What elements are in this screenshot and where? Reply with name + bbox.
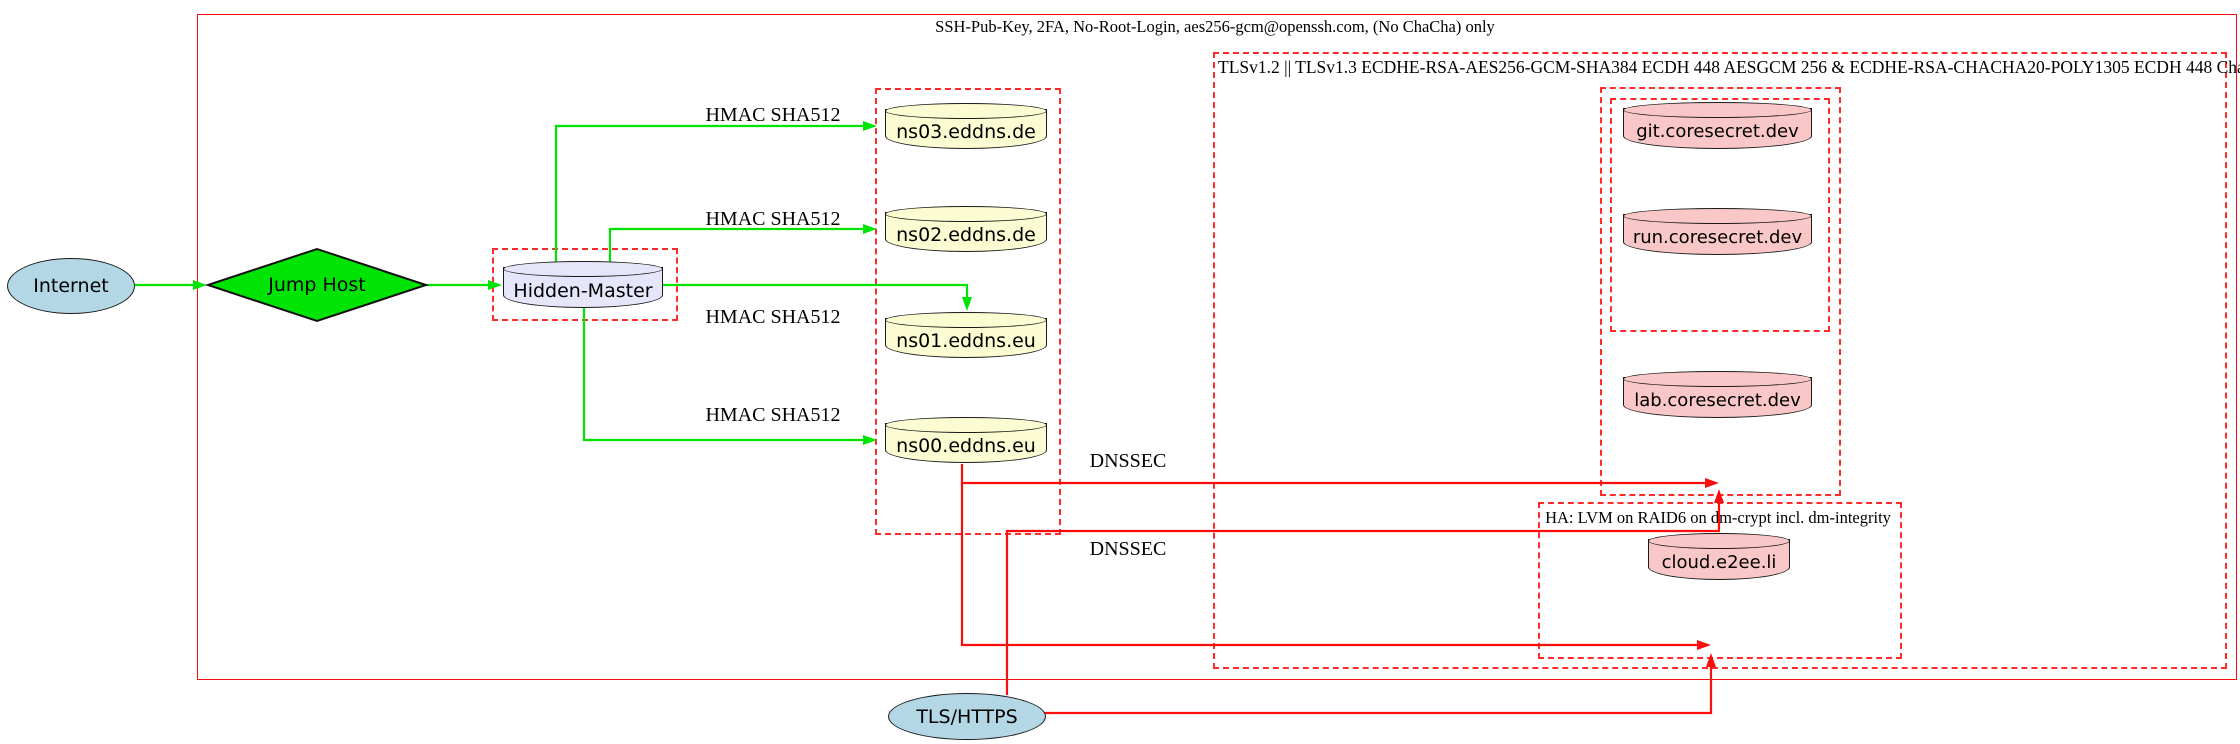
node-tls-https: TLS/HTTPS: [888, 693, 1046, 740]
cylinder-top: [1623, 102, 1812, 118]
cylinder-top: [885, 417, 1047, 433]
node-jump-host-label: Jump Host: [268, 274, 366, 296]
node-ns00: ns00.eddns.eu: [885, 417, 1047, 463]
edge-label-hmac-ns00: HMAC SHA512: [705, 404, 841, 426]
red-arrowheads: [1697, 478, 1724, 667]
node-ns01-label: ns01.eddns.eu: [896, 330, 1036, 352]
arrowhead-ns03: [863, 121, 877, 131]
eddns-cluster-box: [875, 88, 1061, 535]
node-ns02-label: ns02.eddns.de: [896, 224, 1036, 246]
green-arrowheads: [193, 121, 972, 445]
node-run-label: run.coresecret.dev: [1632, 227, 1803, 248]
cylinder-top: [1648, 533, 1790, 549]
red-edges: [960, 464, 1721, 715]
coresecret-inner-cluster-box: [1610, 98, 1830, 332]
tls-cluster-label: TLSv1.2 || TLSv1.3 ECDHE-RSA-AES256-GCM-…: [1218, 57, 2240, 77]
node-cloud-label: cloud.e2ee.li: [1661, 552, 1777, 573]
node-tls-https-label: TLS/HTTPS: [916, 705, 1018, 728]
edge-hiddenmaster-ns00: [582, 308, 864, 442]
jump-host-diamond: [204, 247, 430, 323]
arrowhead-ns00: [863, 435, 877, 445]
cylinder-top: [885, 312, 1047, 328]
cylinder-top: [1623, 371, 1812, 387]
edge-hiddenmaster-ns03: [554, 124, 864, 262]
node-internet-label: Internet: [33, 275, 109, 297]
arrowhead-coresecret-h: [1705, 478, 1719, 488]
ssh-cluster-box: [197, 14, 2237, 680]
arrowhead-ns02: [863, 224, 877, 234]
node-ns01: ns01.eddns.eu: [885, 312, 1047, 358]
node-run: run.coresecret.dev: [1623, 208, 1812, 255]
edge-label-dnssec-2: DNSSEC: [1089, 538, 1167, 560]
arrowhead-ha-h: [1697, 640, 1711, 650]
edge-hiddenmaster-ns02: [608, 227, 864, 262]
cylinder-top: [885, 206, 1047, 222]
node-lab: lab.coresecret.dev: [1623, 371, 1812, 418]
green-edges: [133, 124, 969, 442]
edge-label-hmac-ns02: HMAC SHA512: [705, 208, 841, 230]
cylinder-top: [503, 261, 663, 277]
edge-ns00-ha: [960, 483, 1697, 647]
node-internet: Internet: [7, 258, 135, 314]
edge-tls-coresecret: [1005, 503, 1721, 695]
arrowhead-hiddenmaster: [488, 280, 502, 290]
node-ns03-label: ns03.eddns.de: [896, 121, 1036, 143]
arrowhead-ns01: [962, 297, 972, 311]
cylinder-top: [1623, 208, 1812, 224]
tls-cluster-box: [1213, 52, 2227, 669]
arrowhead-ha-v: [1706, 653, 1716, 667]
edge-tls-ha: [1044, 667, 1713, 715]
edge-label-hmac-ns01: HMAC SHA512: [705, 306, 841, 328]
node-ns00-label: ns00.eddns.eu: [896, 435, 1036, 457]
node-hidden-master-label: Hidden-Master: [513, 279, 653, 302]
edge-label-hmac-ns03: HMAC SHA512: [705, 104, 841, 126]
node-ns02: ns02.eddns.de: [885, 206, 1047, 252]
node-git-label: git.coresecret.dev: [1636, 121, 1799, 142]
arrowhead-coresecret-v: [1714, 489, 1724, 503]
node-lab-label: lab.coresecret.dev: [1634, 390, 1801, 411]
node-hidden-master: Hidden-Master: [503, 261, 663, 308]
node-cloud: cloud.e2ee.li: [1648, 533, 1790, 580]
arrowhead-jumphost: [193, 280, 207, 290]
ssh-cluster-label: SSH-Pub-Key, 2FA, No-Root-Login, aes256-…: [935, 17, 1495, 36]
edge-hiddenmaster-ns01: [663, 283, 969, 298]
cylinder-top: [885, 103, 1047, 119]
node-git: git.coresecret.dev: [1623, 102, 1812, 149]
edge-label-dnssec-1: DNSSEC: [1089, 450, 1167, 472]
node-ns03: ns03.eddns.de: [885, 103, 1047, 149]
